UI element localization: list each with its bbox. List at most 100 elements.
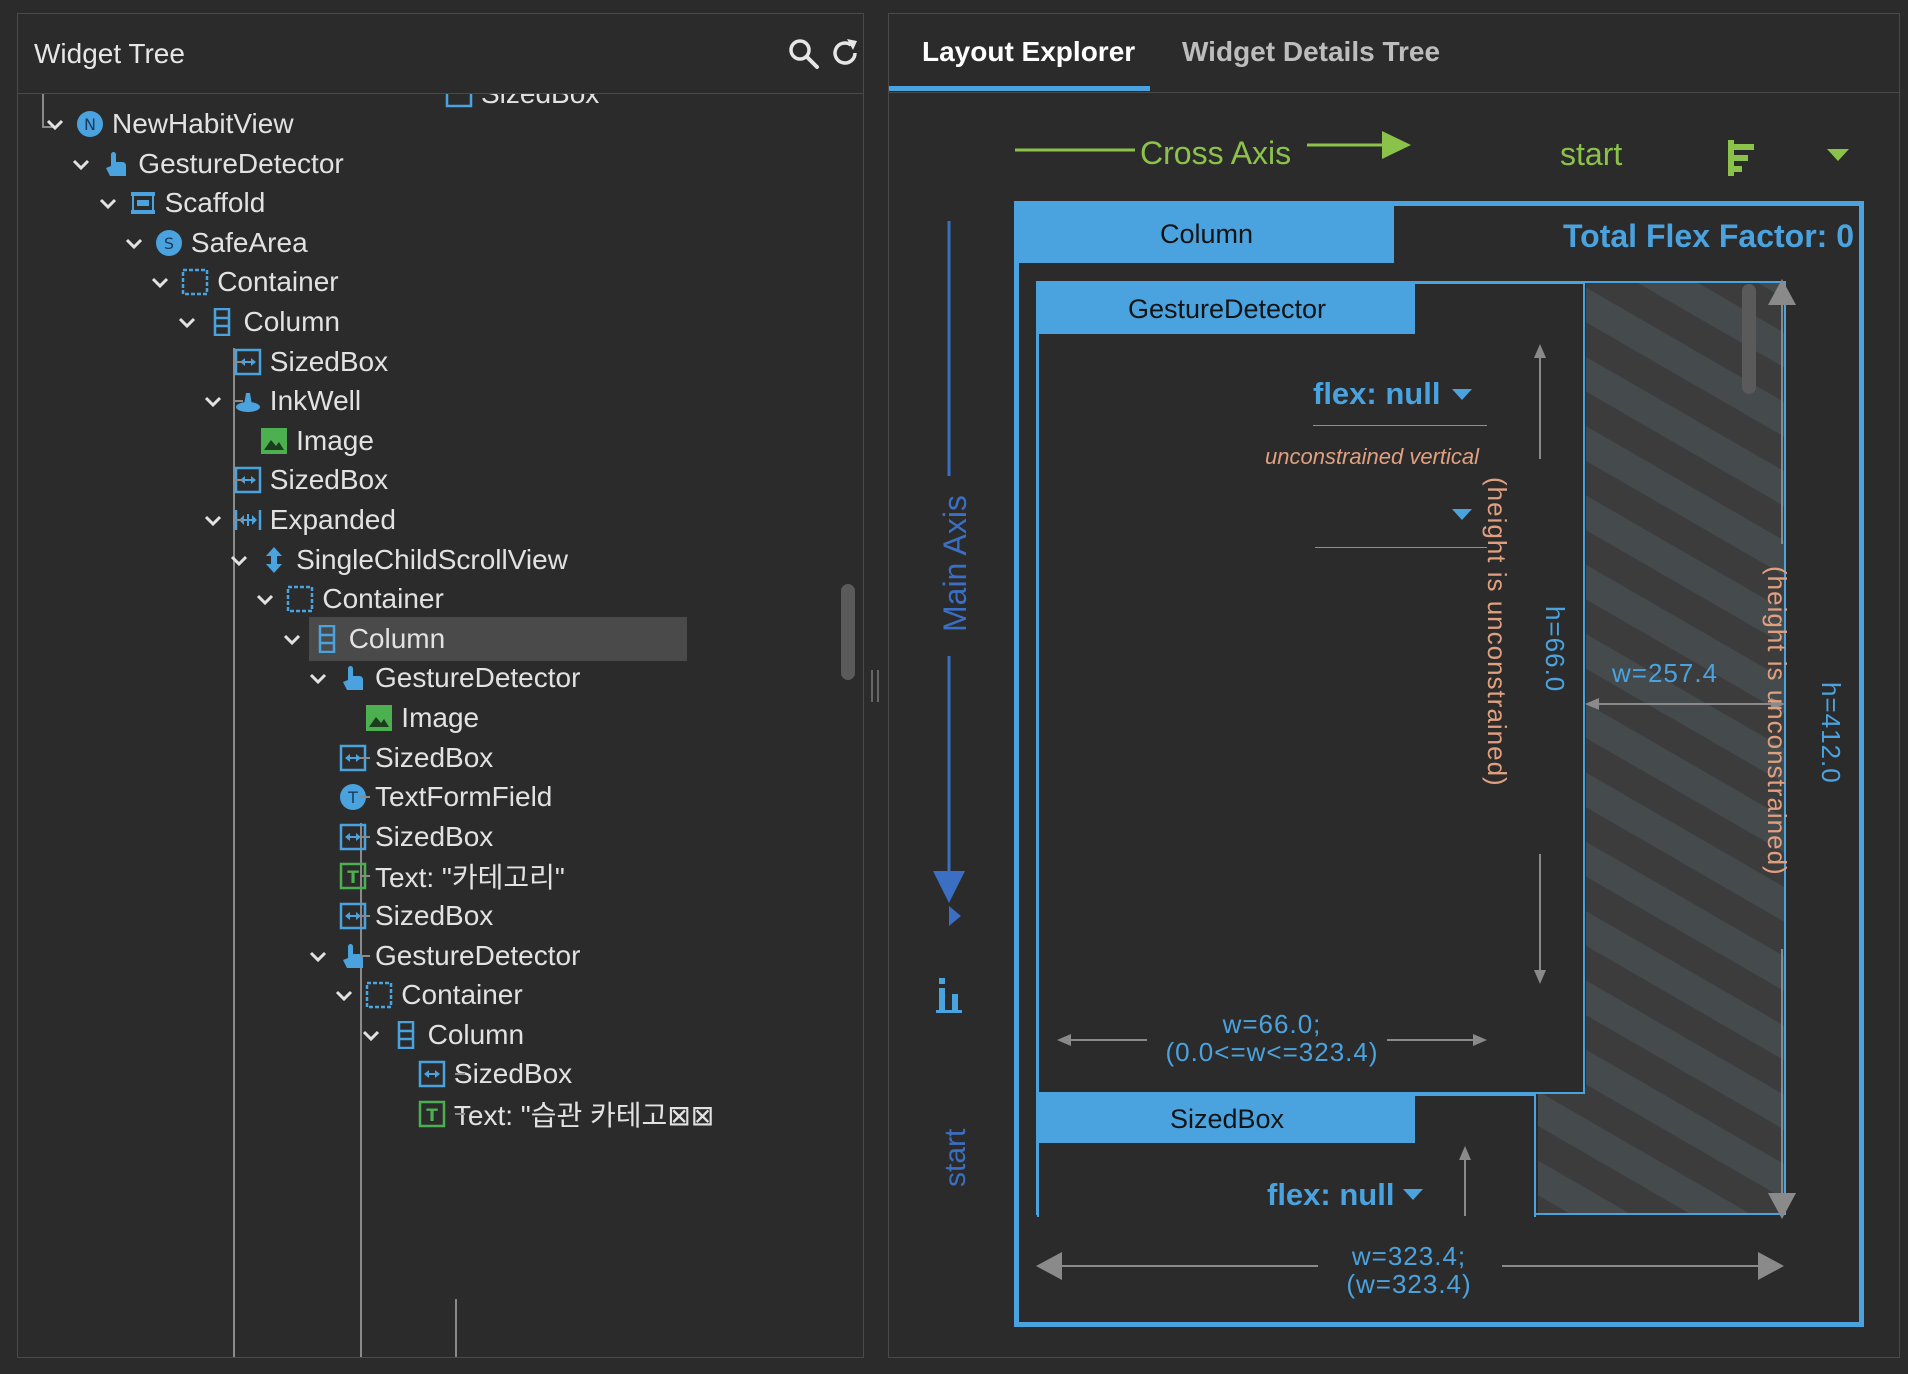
outer-height-arrow [1768,279,1796,1219]
tree-row[interactable]: Scaffold [97,181,265,225]
tree-row[interactable]: SizedBox [339,736,493,780]
column-box[interactable] [1014,201,1864,1327]
tree-row[interactable]: SizedBox [339,894,493,938]
widget-tree: SizedBox NNewHabitViewGestureDetectorSca… [18,94,863,1357]
child-gesture-detector-box[interactable] [1037,282,1585,1094]
tree-row[interactable]: Image [260,419,374,463]
vertical-scrollbar[interactable] [841,584,855,680]
tree-row[interactable]: Container [333,973,523,1017]
chevron-down-icon[interactable] [254,588,276,610]
tree-row[interactable]: SingleChildScrollView [228,538,568,582]
tree-row-label: SingleChildScrollView [296,543,568,575]
chevron-down-icon[interactable] [281,617,303,661]
flex-dropdown-icon[interactable] [1452,389,1472,401]
tree-row[interactable]: Container [254,577,444,621]
constraint-note: unconstrained vertical [1265,444,1480,469]
flex-underline-2 [1315,547,1487,548]
chevron-down-icon[interactable] [307,945,329,967]
tree-row[interactable]: Column [360,1013,524,1057]
tab-layout-explorer[interactable]: Layout Explorer [922,36,1136,67]
tree-row-label: Text: "습관 카테고⊠⊠ [453,1100,715,1131]
refresh-icon[interactable] [828,36,862,70]
tree-guide [233,400,243,403]
chevron-down-icon[interactable] [123,232,145,254]
main-axis-dropdown-icon[interactable] [949,906,963,926]
tree-row[interactable]: GestureDetector [70,142,344,186]
tree-row[interactable]: Image [365,696,479,740]
sizedbox-icon [418,1060,446,1088]
align-start-icon[interactable] [1726,138,1756,178]
chevron-down-icon[interactable] [202,390,224,412]
column-icon [313,624,341,653]
child1-width-arrow [1057,1034,1487,1046]
panel-title: Widget Tree [34,38,185,69]
tree-guide [42,94,44,127]
main-axis-arrow [933,221,965,903]
tab-bar: Layout Explorer Widget Details Tree [889,14,1899,93]
tree-row[interactable]: Expanded [202,498,396,542]
search-icon[interactable] [786,36,820,70]
tree-guide [455,1073,465,1076]
tree-row[interactable]: Column [176,300,340,344]
main-axis-label: Main Axis [937,495,973,632]
flex-dropdown-icon-2[interactable] [1452,509,1472,521]
chevron-down-icon[interactable] [202,509,224,531]
chevron-down-icon[interactable] [70,153,92,175]
container-icon [181,268,209,296]
cross-axis-dropdown-icon[interactable] [1827,149,1849,163]
tree-row[interactable]: InkWell [202,379,361,423]
cross-axis-line-left [1015,148,1135,152]
chevron-down-icon[interactable] [97,192,119,214]
tree-guide [455,1113,465,1115]
tree-row[interactable]: GestureDetector [307,934,580,978]
tree-row[interactable]: SizedBox [418,1052,572,1096]
chevron-down-icon[interactable] [333,984,355,1006]
chevron-down-icon[interactable] [307,667,329,689]
child-sizedbox-header: SizedBox [1039,1096,1415,1143]
chevron-down-icon[interactable] [176,311,198,333]
tree-row-label: Container [217,266,339,298]
child1-flex-value[interactable]: flex: null [1313,376,1441,411]
tree-guide [233,519,243,521]
panel-splitter[interactable] [869,668,881,704]
tree-row[interactable]: SizedBox [234,340,388,384]
tree-row[interactable]: GestureDetector [307,656,580,700]
touch-hand-icon [339,664,367,692]
chevron-down-icon[interactable] [149,271,171,293]
children-area [1036,281,1786,1215]
chevron-down-icon[interactable] [228,549,250,571]
cross-axis-value[interactable]: start [1560,136,1623,172]
circle-N-icon: N [76,110,104,138]
flex-underline [1313,425,1487,426]
chevron-down-icon[interactable] [360,1024,382,1046]
tree-guide [360,954,370,957]
main-axis-start-icon[interactable] [936,976,968,1014]
tree-row-label: GestureDetector [375,662,581,694]
tree-guide [42,126,56,128]
child2-flex-value[interactable]: flex: null [1267,1177,1395,1212]
tree-row-label: Container [401,979,523,1011]
tree-row-label: Text: "카테고리" [375,862,565,894]
free-space-width: w=257.4 [1612,658,1719,688]
child2-flex-dropdown-icon[interactable] [1403,1189,1423,1201]
chevron-down-icon[interactable] [44,113,66,135]
tree-row[interactable]: SizedBox [234,458,388,502]
tree-row[interactable]: Container [149,260,339,304]
tree-row-label: Image [401,702,480,733]
main-axis-value[interactable]: start [939,1128,972,1187]
text-T-icon: T [418,1100,446,1128]
tab-widget-details-tree[interactable]: Widget Details Tree [1182,36,1441,67]
tree-row[interactable]: Column [308,616,687,661]
child2-height-arrow [1459,1146,1471,1216]
layout-scrollbar[interactable] [1742,284,1756,394]
tree-row-partial[interactable]: SizedBox [445,94,599,116]
svg-text:T: T [347,788,358,807]
outer-height-unconstrained: (height is unconstrained) [1762,566,1792,876]
container-icon [286,585,314,613]
tree-row-label: Column [348,622,446,654]
